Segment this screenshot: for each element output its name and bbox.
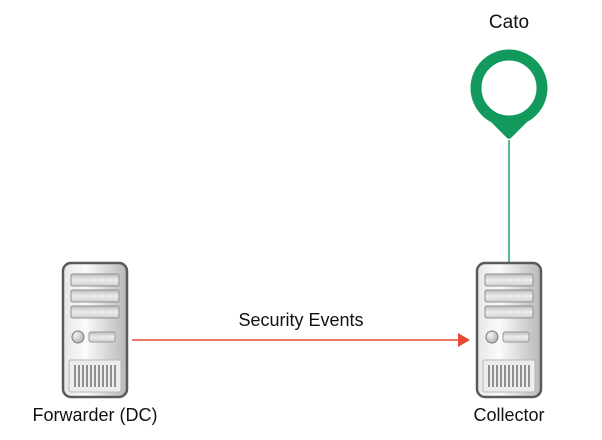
slot [88, 331, 116, 343]
forwarder-server-tower-icon [61, 261, 129, 399]
collector-server-tower-icon [475, 261, 543, 399]
vent-grill [74, 365, 116, 387]
security-events-arrow [132, 333, 470, 347]
drive-bay [70, 289, 120, 303]
collector-node-label: Collector [473, 405, 545, 425]
power-button [71, 330, 85, 344]
drive-bay [484, 305, 534, 319]
cato-logo-tail [485, 116, 533, 139]
cato-ring-logo-icon [470, 49, 548, 139]
drive-bay [484, 289, 534, 303]
security-events-edge-label: Security Events [238, 310, 364, 330]
forwarder-node-label: Forwarder (DC) [32, 405, 158, 425]
drive-bay [70, 305, 120, 319]
power-button [485, 330, 499, 344]
cato-logo-ring [470, 49, 548, 127]
drive-bay [70, 273, 120, 287]
cato-collector-connector-line [508, 140, 510, 264]
arrow-head [458, 333, 470, 347]
slot [502, 331, 530, 343]
drive-bay [484, 273, 534, 287]
vent-grill [488, 365, 530, 387]
cato-node-label: Cato [488, 12, 530, 33]
